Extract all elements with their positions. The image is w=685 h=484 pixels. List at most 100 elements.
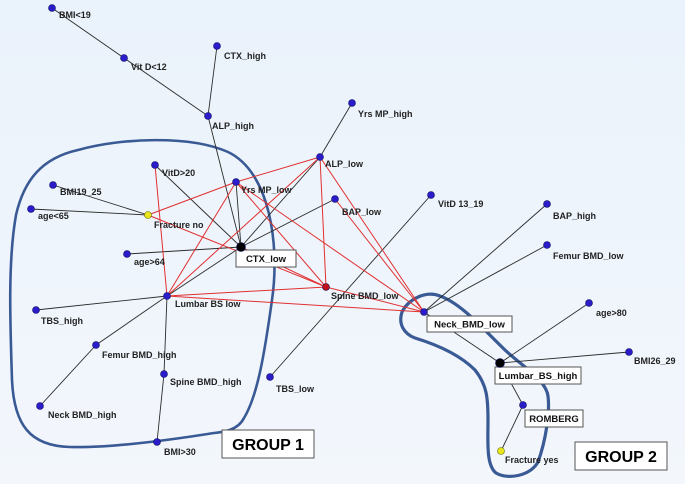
group1-label-box: GROUP 1 (221, 429, 315, 459)
node-marker (204, 112, 212, 120)
node-label: age>64 (134, 257, 165, 267)
node-label-box (235, 249, 297, 268)
node-label-box (524, 409, 584, 428)
node-marker (543, 200, 551, 208)
edge-bmi26_29-lumbar_bs_high (499, 351, 630, 364)
edge-alp_low-spine_bmd_low (319, 156, 327, 288)
node-marker (27, 205, 35, 213)
edge-ctx_low-lumbar_bs_low (166, 246, 242, 297)
group2-label-box: GROUP 2 (574, 441, 668, 471)
node-spine_bmd_high: Spine BMD_high (160, 370, 242, 387)
node-label: Spine BMD_high (170, 377, 242, 387)
node-label: Femur BMD_low (553, 251, 625, 261)
node-marker (153, 438, 161, 446)
node-label: ROMBERG (529, 414, 579, 425)
node-marker (322, 283, 330, 291)
node-marker (331, 195, 339, 203)
node-age_gt64: age>64 (123, 250, 165, 267)
node-bap_low: BAP_low (331, 195, 382, 217)
node-label: CTX_low (246, 254, 287, 265)
edge-lumbar_bs_low-neck_bmd_low (166, 295, 425, 313)
edge-ctx_high-alp_high (207, 45, 218, 117)
edge-ctx_low-bap_low (240, 198, 336, 248)
node-lumbar_bs_low: Lumbar BS low (163, 292, 242, 309)
edge-vitd_13_19-tbs_low (269, 194, 432, 378)
node-label: BAP_high (553, 211, 596, 221)
edge-lumbar_bs_low-tbs_high (35, 295, 168, 311)
node-label: Lumbar BS low (175, 299, 242, 309)
node-marker (519, 401, 527, 409)
edge-femur_bmd_low-neck_bmd_low (423, 244, 548, 313)
node-label: VitD 13_19 (438, 199, 483, 209)
node-marker (160, 370, 168, 378)
node-age_lt65: age<65 (27, 205, 69, 221)
edge-yrs_mp_high-alp_low (319, 102, 353, 158)
node-femur_bmd_low: Femur BMD_low (543, 241, 625, 261)
edge-lumbar_bs_low-spine_bmd_high (163, 295, 168, 375)
node-marker (120, 54, 128, 62)
edge-age_gt80-lumbar_bs_high (499, 302, 590, 364)
edge-lumbar_bs_low-femur_bmd_high (95, 295, 168, 346)
node-marker (92, 341, 100, 349)
group-labels: GROUP 1 GROUP 2 (221, 429, 668, 471)
node-vitd_lt12: Vit D<12 (120, 54, 167, 72)
node-fracture_no: Fracture no (144, 211, 204, 230)
node-marker (316, 153, 324, 161)
edge-yrs_mp_low-alp_low (235, 156, 321, 183)
node-vitd_gt20: VitD>20 (151, 161, 195, 178)
node-label: BMI<19 (59, 10, 91, 20)
edge-ctx_low-yrs_mp_low (235, 181, 242, 248)
node-alp_high: ALP_high (204, 112, 254, 131)
node-label: CTX_high (224, 51, 266, 61)
edge-yrs_mp_low-lumbar_bs_low (166, 181, 237, 297)
node-label: ALP_high (212, 121, 254, 131)
node-alp_low: ALP_low (316, 153, 364, 169)
node-neck_bmd_high: Neck BMD_high (36, 402, 117, 420)
node-marker (49, 181, 57, 189)
edge-bap_high-neck_bmd_low (423, 203, 548, 313)
edge-bap_low-neck_bmd_low (334, 198, 425, 313)
node-marker (625, 348, 633, 356)
group2-label: GROUP 2 (585, 449, 657, 466)
node-marker (213, 42, 221, 50)
node-bmi19_25: BMI19_25 (49, 181, 102, 197)
node-yrs_mp_low: Yrs MP_low (232, 178, 293, 195)
edge-vitd_lt12-alp_high (123, 57, 209, 117)
node-label: Femur BMD_high (102, 350, 177, 360)
node-bap_high: BAP_high (543, 200, 596, 221)
node-marker (266, 373, 274, 381)
edge-spine_bmd_high-bmi_gt30 (156, 373, 165, 443)
edge-lumbar_bs_low-spine_bmd_low (166, 286, 327, 297)
node-marker (495, 358, 505, 368)
node-label: VitD>20 (162, 168, 195, 178)
node-yrs_mp_high: Yrs MP_high (348, 99, 413, 119)
edge-bmi19_25-fracture_no (52, 184, 149, 216)
edges-layer (30, 7, 630, 452)
edge-alp_high-ctx_low (207, 115, 242, 248)
node-label: Neck BMD_high (48, 410, 117, 420)
node-label: Spine BMD_low (331, 291, 400, 301)
node-label-box (426, 315, 513, 333)
edge-alp_low-lumbar_bs_low (166, 156, 321, 297)
node-label: BAP_low (342, 207, 382, 217)
node-label: Lumbar_BS_high (499, 371, 578, 382)
node-label: Neck_BMD_low (434, 320, 505, 331)
node-label: age<65 (38, 211, 69, 221)
node-vitd_13_19: VitD 13_19 (427, 191, 483, 209)
node-fracture_yes: Fracture yes (497, 447, 559, 465)
edge-spine_bmd_low-neck_bmd_low (325, 286, 425, 313)
node-bmi26_29: BMI26_29 (625, 348, 676, 366)
node-ctx_high: CTX_high (213, 42, 266, 61)
group1-label: GROUP 1 (232, 437, 304, 454)
node-marker (497, 447, 505, 455)
edge-romberg-fracture_yes (500, 404, 524, 452)
node-label: BMI19_25 (60, 187, 102, 197)
node-ctx_low: CTX_low (235, 242, 297, 268)
node-marker (48, 4, 56, 12)
edge-yrs_mp_low-spine_bmd_low (235, 181, 327, 288)
node-marker (151, 161, 159, 169)
node-marker (236, 242, 246, 252)
node-label: TBS_high (41, 316, 83, 326)
node-label: Yrs MP_low (241, 185, 293, 195)
